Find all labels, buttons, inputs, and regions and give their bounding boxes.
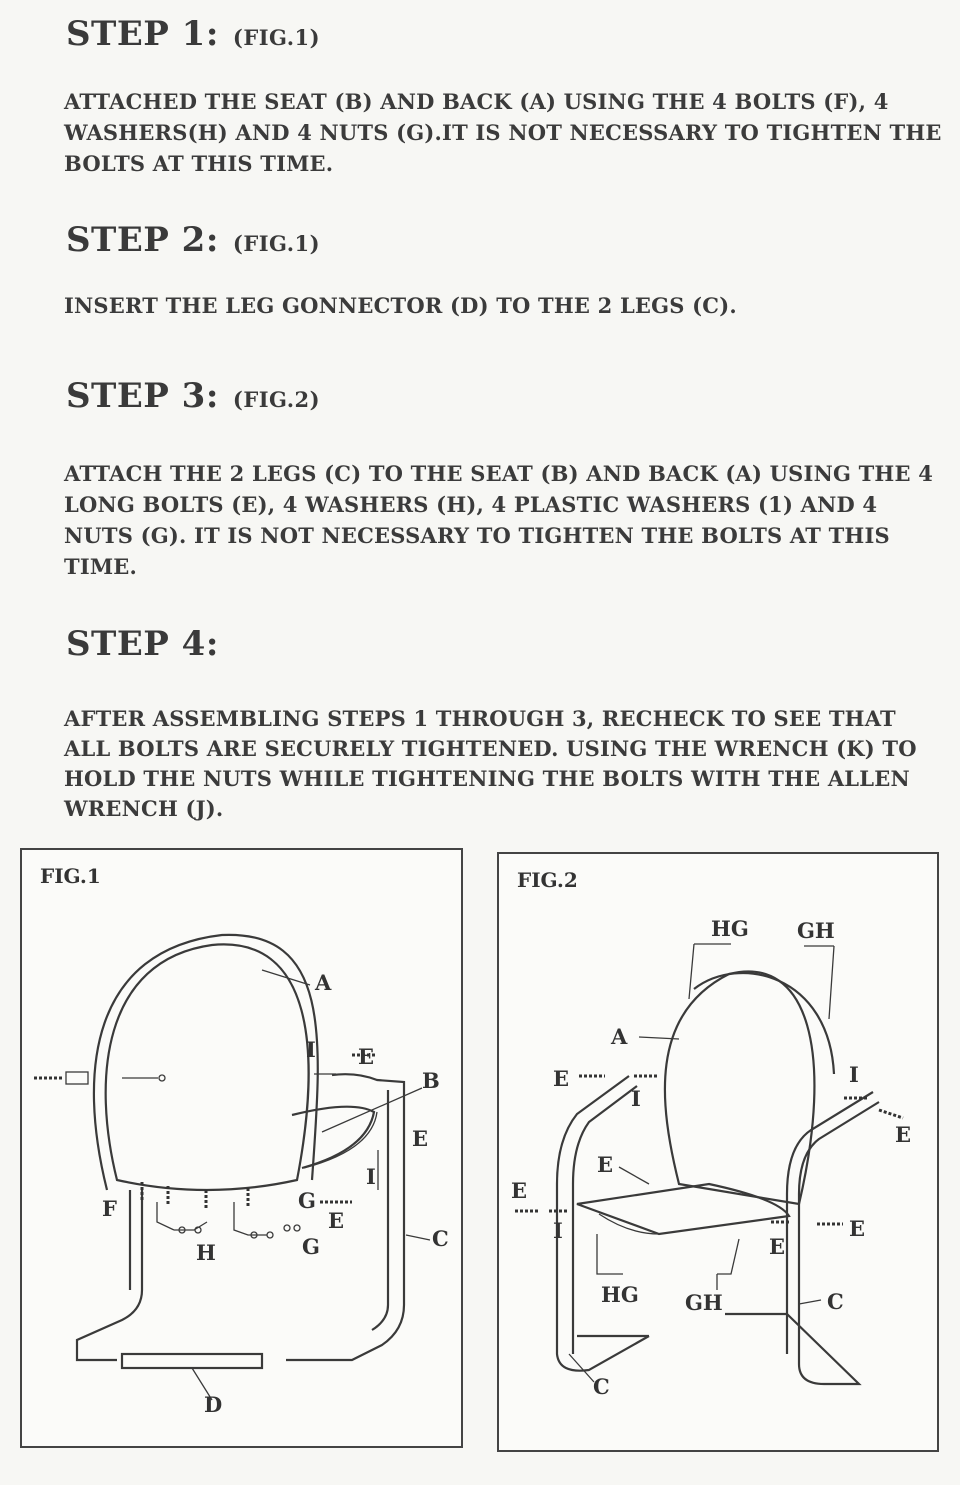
fig2-label-hg1: HG [711, 916, 749, 941]
step-4-title: STEP 4: [66, 624, 219, 664]
step-4-heading: STEP 4: [66, 624, 219, 664]
fig1-nuts-right [314, 1053, 379, 1204]
fig1-label-e1: E [358, 1044, 374, 1069]
step-1-heading: STEP 1: [66, 14, 219, 54]
fig1-label-d: D [204, 1392, 222, 1417]
fig-1-title: FIG.1 [40, 864, 101, 888]
fig-2-diagram: HG GH A E I I E E E I E E HG GH C C [511, 916, 911, 1399]
fig1-leg-connector [120, 1352, 264, 1370]
fig1-label-e2: E [412, 1126, 428, 1151]
fig2-leader-a [638, 1036, 680, 1040]
step-1-title: STEP 1: (FIG.1) [66, 14, 320, 54]
fig2-label-e6: E [769, 1234, 785, 1259]
fig1-washers-h [156, 1202, 301, 1239]
fig-1-panel: FIG.1 [20, 848, 463, 1448]
fig1-frame-tube [92, 933, 319, 1191]
fig2-label-e3: E [597, 1152, 613, 1177]
fig2-label-c2: C [827, 1289, 844, 1314]
fig2-leader-hg2 [596, 1234, 623, 1275]
fig1-cap-left [65, 1071, 89, 1085]
fig1-point-left [158, 1074, 166, 1082]
step-1-fig-ref: (FIG.1) [232, 25, 321, 50]
fig2-label-e1: E [553, 1066, 569, 1091]
fig1-leader-d [191, 1367, 213, 1401]
fig1-bolts-f [140, 1182, 250, 1208]
fig1-label-f: F [102, 1196, 117, 1221]
step-3-text: ATTACH THE 2 LEGS (C) TO THE SEAT (B) AN… [64, 461, 934, 579]
fig-2-title: FIG.2 [517, 868, 578, 892]
fig2-back-panel [663, 970, 816, 1206]
fig-1-diagram: A I E B E I G E F H G C D [34, 933, 449, 1417]
step-2-title: STEP 2: (FIG.1) [66, 220, 320, 260]
step-3-fig-ref: (FIG.2) [232, 387, 321, 412]
fig1-right-leg-inner [371, 1090, 390, 1331]
fig2-leader-c1b [568, 1353, 595, 1383]
fig1-label-b: B [422, 1068, 440, 1093]
fig2-label-i3: I [553, 1218, 563, 1243]
fig2-seat [576, 1182, 791, 1236]
fig1-seat-edge [303, 1111, 378, 1169]
fig2-leader-gh1 [804, 945, 835, 1020]
fig2-seat-edge [598, 1213, 660, 1235]
fig1-label-e3: E [328, 1208, 344, 1233]
fig2-left-leg-inner [571, 1085, 638, 1354]
fig1-label-i1: I [306, 1037, 316, 1062]
step-2-heading: STEP 2: [66, 220, 219, 260]
fig2-bolts [515, 1074, 904, 1226]
fig2-leader-c2 [798, 1299, 822, 1305]
fig2-leader-e3 [618, 1166, 650, 1185]
fig1-leader-a [261, 969, 311, 986]
step-2-fig-ref: (FIG.1) [232, 231, 321, 256]
fig2-label-gh2: GH [685, 1290, 723, 1315]
fig1-leader-b [321, 1087, 423, 1133]
fig2-label-a: A [610, 1024, 628, 1049]
fig2-leader-gh2 [716, 1238, 740, 1290]
fig1-label-g2: G [302, 1234, 320, 1259]
step-4-text: AFTER ASSEMBLING STEPS 1 THROUGH 3, RECH… [64, 706, 917, 821]
fig1-right-leg [286, 1073, 406, 1362]
fig2-label-hg2: HG [601, 1282, 639, 1307]
fig2-leader-hg1 [688, 943, 731, 1000]
fig1-label-h: H [196, 1240, 216, 1265]
fig1-label-i2: I [366, 1164, 376, 1189]
fig2-label-i1: I [631, 1086, 641, 1111]
fig2-frame-top [693, 971, 836, 1075]
fig1-label-g1: G [298, 1188, 316, 1213]
fig1-left-leg [75, 1190, 144, 1362]
step-3-heading: STEP 3: [66, 376, 219, 416]
fig1-back-panel [104, 943, 310, 1192]
fig-2-panel: FIG.2 [497, 852, 939, 1452]
fig2-label-c1: C [593, 1374, 610, 1399]
step-3-title: STEP 3: (FIG.2) [66, 376, 320, 416]
fig2-right-leg [786, 1101, 880, 1386]
fig1-leader-c [405, 1234, 431, 1241]
fig1-label-c: C [432, 1226, 449, 1251]
fig2-label-gh1: GH [797, 918, 835, 943]
fig2-label-e2: E [895, 1122, 911, 1147]
fig2-right-leg-inner [785, 1091, 874, 1354]
step-2-text: INSERT THE LEG GONNECTOR (D) TO THE 2 LE… [64, 293, 737, 318]
step-1-text: ATTACHED THE SEAT (B) AND BACK (A) USING… [64, 89, 942, 176]
fig1-label-a: A [314, 970, 332, 995]
fig2-label-e4: E [511, 1178, 527, 1203]
fig1-seat [291, 1105, 376, 1170]
fig2-label-i2: I [849, 1062, 859, 1087]
fig2-left-leg [555, 1075, 650, 1372]
fig2-label-e5: E [849, 1216, 865, 1241]
